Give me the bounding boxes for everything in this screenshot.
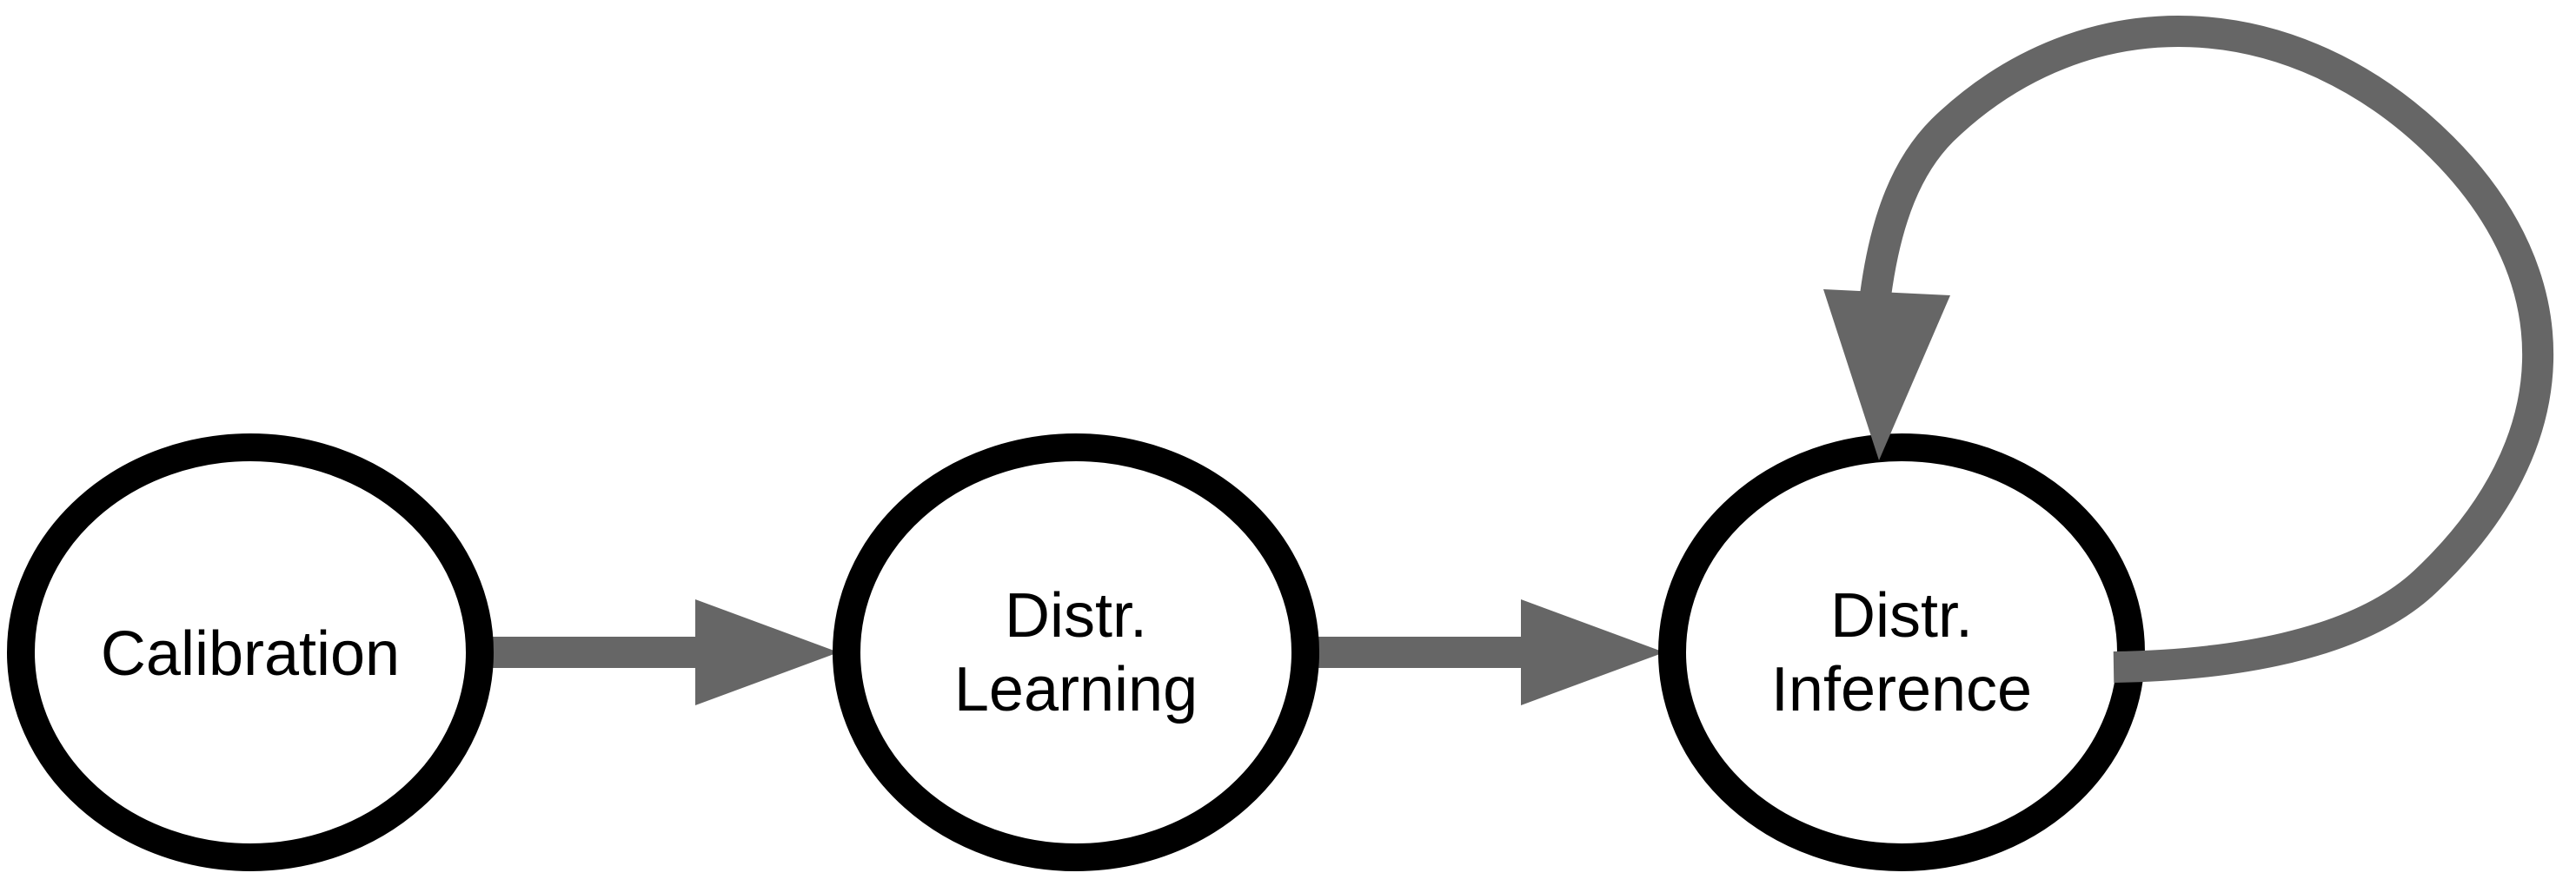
node-label-line-1: Distr. (1830, 581, 1973, 651)
arrowhead (1521, 599, 1664, 705)
node-label-line-1: Distr. (1005, 581, 1147, 651)
arrowhead (1823, 289, 1950, 460)
node-ellipse (1658, 433, 2145, 871)
node-calibration: Calibration (7, 433, 494, 871)
arrowhead (695, 599, 839, 705)
edge-line (1860, 16, 2553, 683)
node-distr-learning: Distr. Learning (833, 433, 1319, 871)
node-ellipse (7, 433, 494, 871)
node-label-line-2: Learning (954, 655, 1198, 724)
node-ellipse (833, 433, 1319, 871)
edge-calibration-to-distr-learning (487, 599, 839, 705)
edge-distr-learning-to-distr-inference (1312, 599, 1664, 705)
edge-distr-inference-self-loop (1823, 16, 2553, 683)
node-label-line-2: Inference (1771, 655, 2032, 724)
node-distr-inference: Distr. Inference (1658, 433, 2145, 871)
node-label: Calibration (101, 619, 400, 689)
